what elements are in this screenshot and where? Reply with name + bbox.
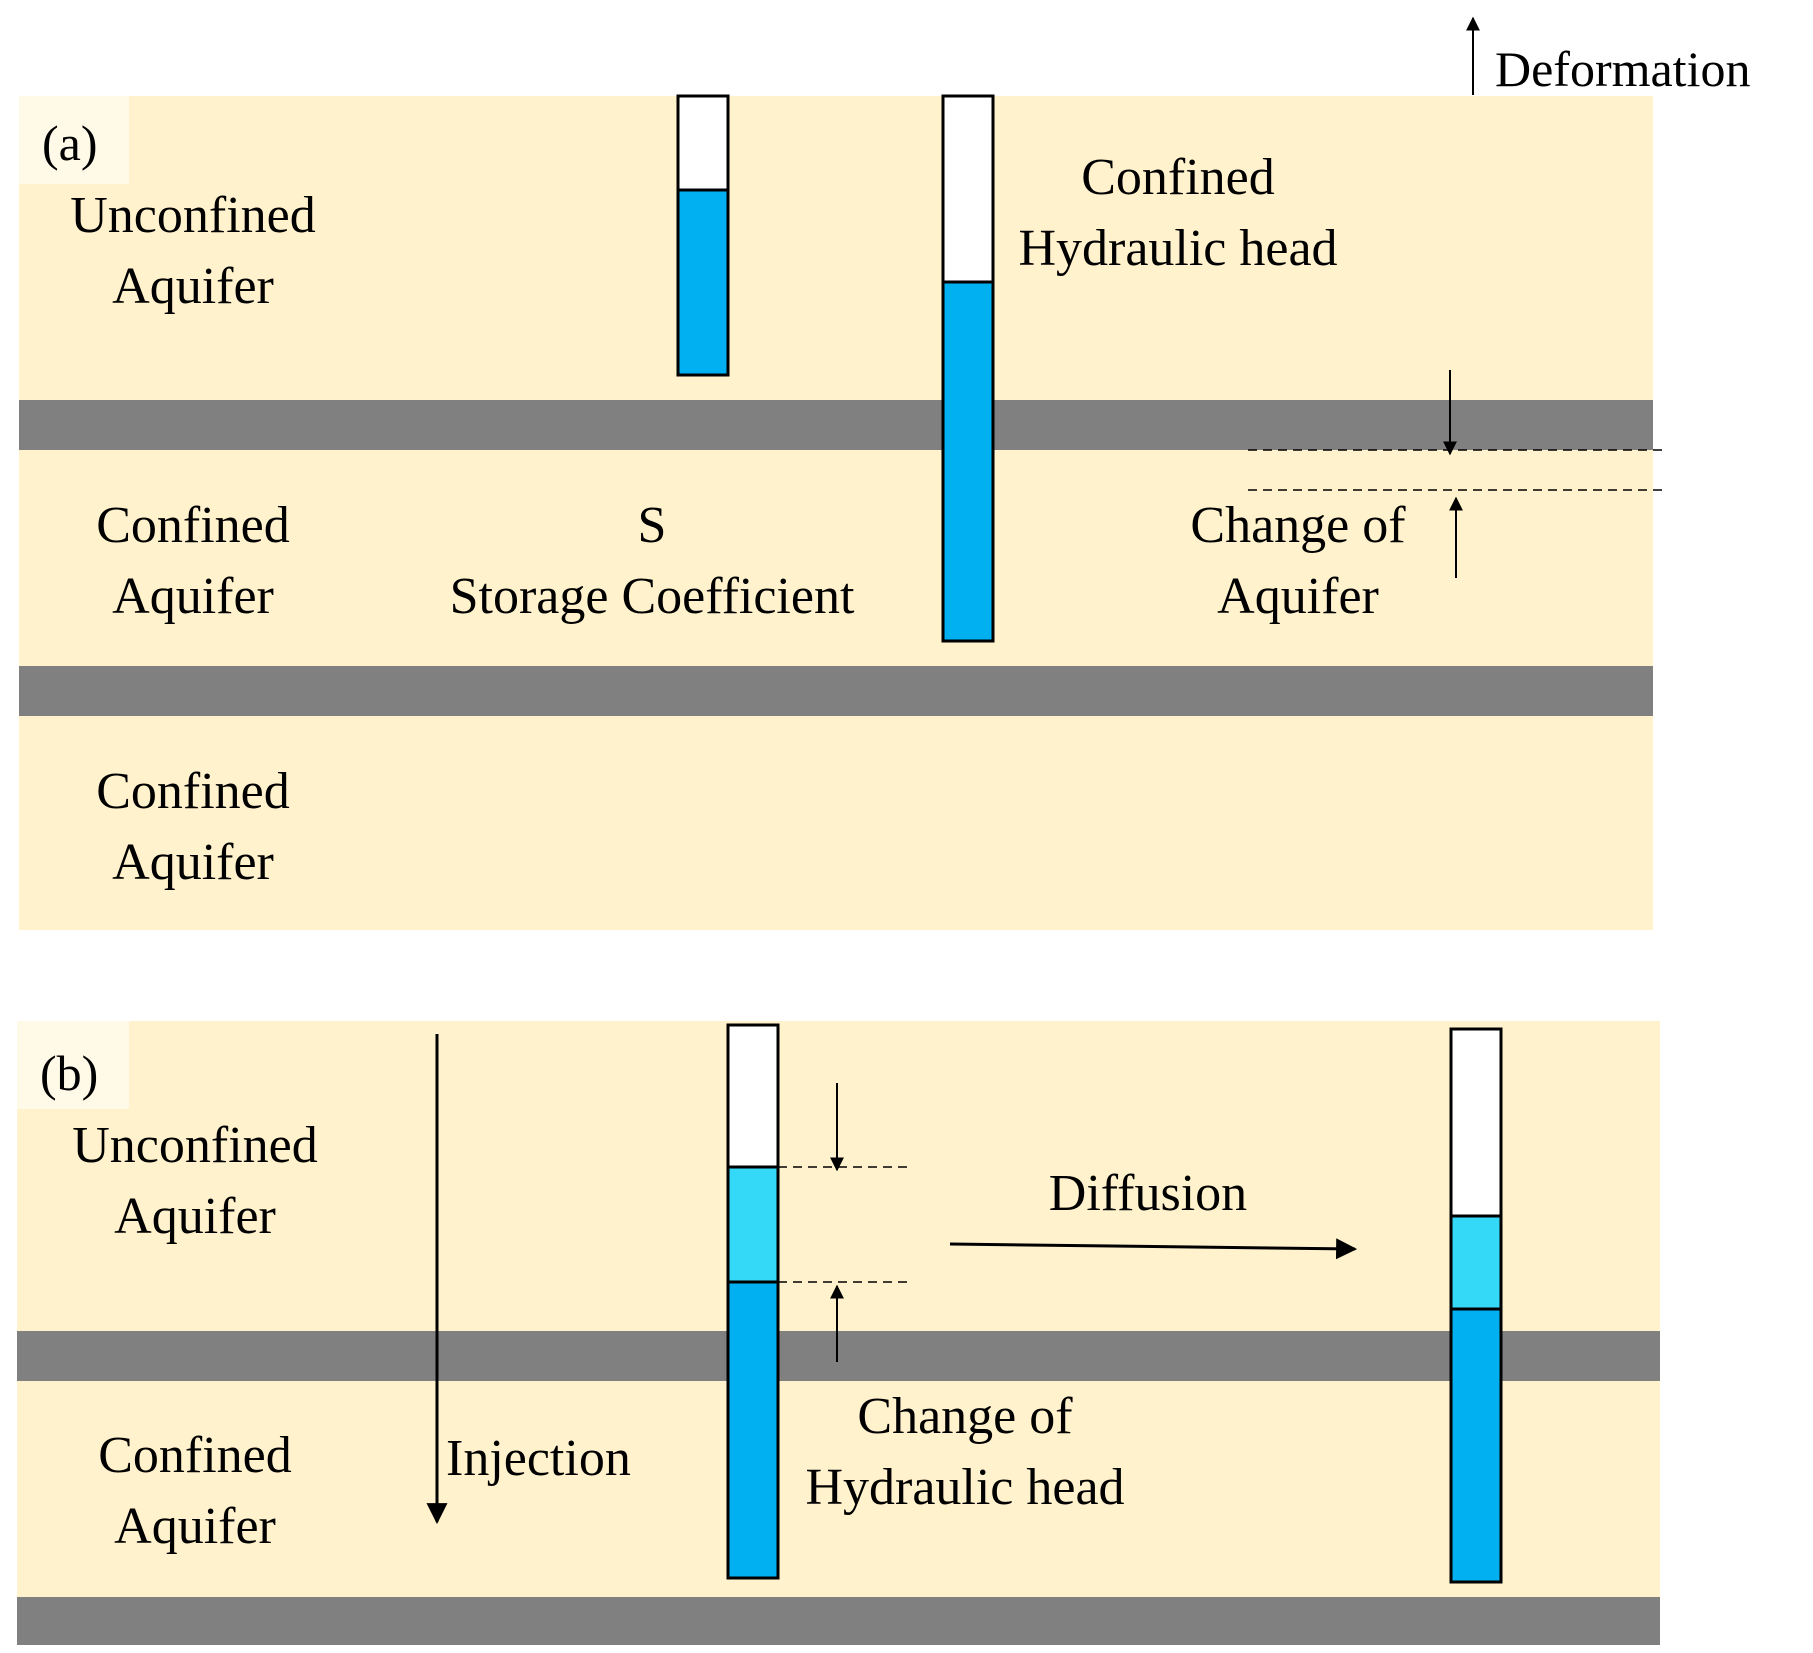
panel-a-confined-label-4: Aquifer xyxy=(112,834,274,891)
panel-a-tag: (a) xyxy=(42,115,98,171)
deformation-label: Deformation xyxy=(1495,41,1750,97)
diffusion-arrow xyxy=(949,1238,1358,1260)
head-change-label-2: Hydraulic head xyxy=(805,1459,1124,1516)
observation-well-head-rise xyxy=(1449,1214,1503,1311)
panel-a-unconfined-label-1: Unconfined xyxy=(70,187,315,244)
panel-b-unconfined-label-2: Aquifer xyxy=(114,1188,276,1245)
head-change-label-1: Change of xyxy=(857,1388,1073,1445)
panel-b-unconfined-label-1: Unconfined xyxy=(72,1117,317,1174)
panel-a-confined-label-1: Confined xyxy=(96,497,290,554)
panel-a-confined-well-water xyxy=(941,280,995,643)
panel-a: (a) Unconfined Aquifer Confined Aquifer … xyxy=(19,94,1662,930)
panel-b: (b) Unconfined Aquifer Confined Aquifer … xyxy=(17,1021,1660,1645)
panel-a-confined-label-3: Confined xyxy=(96,763,290,820)
panel-a-unconfined-well-empty xyxy=(676,94,730,192)
panel-b-aquitard-1 xyxy=(17,1331,1660,1381)
aquifer-change-label-1: Change of xyxy=(1190,497,1406,554)
panel-b-confined-layer xyxy=(17,1381,1660,1597)
panel-a-aquitard-1 xyxy=(19,400,1653,450)
panel-a-unconfined-label-2: Aquifer xyxy=(112,258,274,315)
injection-well-water xyxy=(726,1280,780,1580)
observation-well-water xyxy=(1449,1307,1503,1584)
confined-head-label-2: Hydraulic head xyxy=(1018,220,1337,277)
panel-a-confined-layer-1 xyxy=(19,450,1653,666)
panel-b-confined-label-1: Confined xyxy=(98,1427,292,1484)
panel-a-aquitard-2 xyxy=(19,666,1653,716)
injection-well-empty xyxy=(726,1023,780,1169)
diffusion-label: Diffusion xyxy=(1049,1165,1247,1222)
panel-a-tag-background xyxy=(19,96,129,184)
panel-a-confined-label-2: Aquifer xyxy=(112,568,274,625)
panel-b-unconfined-layer xyxy=(17,1021,1660,1331)
storage-coefficient-label: Storage Coefficient xyxy=(450,568,855,625)
panel-b-tag: (b) xyxy=(40,1045,98,1101)
confined-head-label-1: Confined xyxy=(1081,149,1275,206)
panel-a-confined-well-empty xyxy=(941,94,995,284)
panel-a-unconfined-layer xyxy=(19,96,1653,400)
injection-well-head-rise xyxy=(726,1165,780,1284)
injection-label: Injection xyxy=(446,1430,631,1487)
panel-b-tag-background xyxy=(17,1021,129,1109)
aquifer-change-label-2: Aquifer xyxy=(1217,568,1379,625)
panel-a-confined-layer-2 xyxy=(19,716,1653,930)
panel-b-aquitard-2 xyxy=(17,1597,1660,1645)
storage-symbol: S xyxy=(638,497,667,554)
panel-b-confined-label-2: Aquifer xyxy=(114,1498,276,1555)
observation-well-empty xyxy=(1449,1027,1503,1218)
panel-a-unconfined-well-water xyxy=(676,188,730,377)
